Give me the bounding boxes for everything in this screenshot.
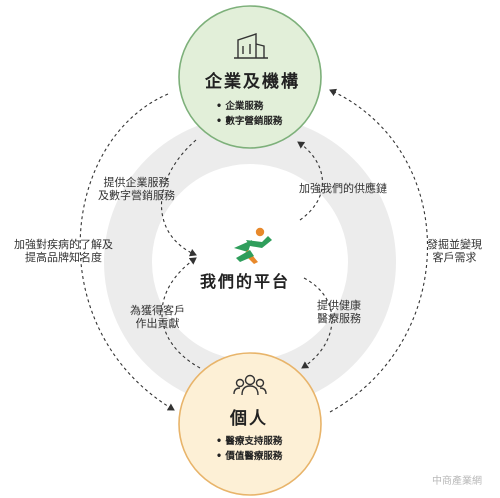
enterprise-service-item: 數字營銷服務 <box>216 114 282 129</box>
watermark: 中商產業網 <box>432 476 482 487</box>
individual-services: 醫療支持服務 價值醫療服務 <box>216 434 282 464</box>
flow-label-enterprise-to-platform: 提供企業服務 及數字營銷服務 <box>98 176 175 202</box>
arrow-platform-to-enterprise <box>297 141 324 221</box>
enterprise-services: 企業服務 數字營銷服務 <box>216 99 282 129</box>
individual-circle <box>178 352 322 496</box>
running-person-logo <box>234 227 272 264</box>
flow-label-enterprise-to-individual: 加強對疾病的了解及 提高品牌知名度 <box>14 238 113 264</box>
individual-service-item: 價值醫療服務 <box>216 449 282 464</box>
flow-label-platform-to-individual: 提供健康 醫療服務 <box>317 299 361 325</box>
enterprise-service-item: 企業服務 <box>216 99 282 114</box>
arrow-individual-to-platform <box>161 257 201 369</box>
flow-label-platform-to-enterprise: 加強我們的供應鏈 <box>299 182 387 195</box>
flow-label-individual-to-platform: 為獲得客戶 作出貢獻 <box>130 304 185 330</box>
enterprise-circle <box>178 5 322 149</box>
people-icon <box>233 374 267 396</box>
arrow-platform-to-individual <box>301 277 333 369</box>
individual-service-item: 醫療支持服務 <box>216 434 282 449</box>
arrow-enterprise-to-platform <box>161 139 197 257</box>
platform-title: 我們的平台 <box>200 272 291 291</box>
flow-label-individual-to-enterprise: 發掘並變現 客戶需求 <box>427 238 482 264</box>
enterprise-title: 企業及機構 <box>205 72 300 92</box>
individual-title: 個人 <box>230 409 268 429</box>
building-icon <box>234 33 268 59</box>
